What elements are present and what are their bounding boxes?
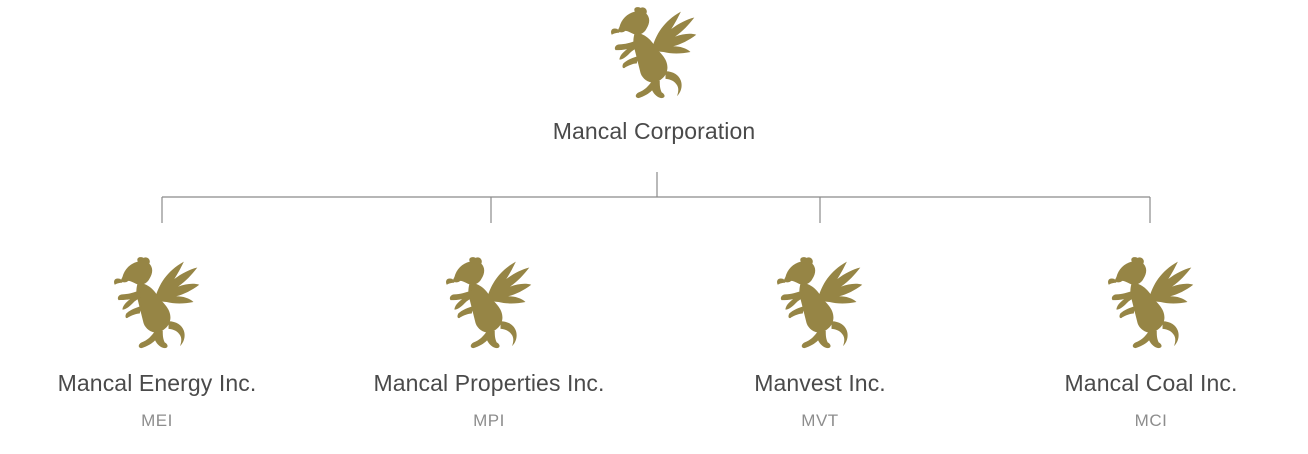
griffin-icon (114, 257, 200, 349)
child-node-energy: Mancal Energy Inc. MEI (7, 252, 307, 431)
child-company-code: MCI (1134, 411, 1168, 430)
child-node-properties: Mancal Properties Inc. MPI (339, 252, 639, 431)
child-node-coal: Mancal Coal Inc. MCI (1001, 252, 1301, 431)
griffin-icon (446, 257, 532, 349)
root-company-name: Mancal Corporation (552, 118, 756, 144)
child-node-manvest: Manvest Inc. MVT (670, 252, 970, 431)
griffin-icon (611, 7, 697, 99)
child-company-code: MEI (141, 411, 173, 430)
child-company-name: Mancal Properties Inc. (373, 370, 605, 396)
child-company-name: Mancal Coal Inc. (1064, 370, 1238, 396)
child-company-name: Manvest Inc. (754, 370, 886, 396)
child-company-code: MPI (473, 411, 505, 430)
griffin-icon (1108, 257, 1194, 349)
child-company-name: Mancal Energy Inc. (57, 370, 257, 396)
child-company-code: MVT (801, 411, 839, 430)
griffin-icon (777, 257, 863, 349)
root-node: Mancal Corporation (504, 2, 804, 145)
